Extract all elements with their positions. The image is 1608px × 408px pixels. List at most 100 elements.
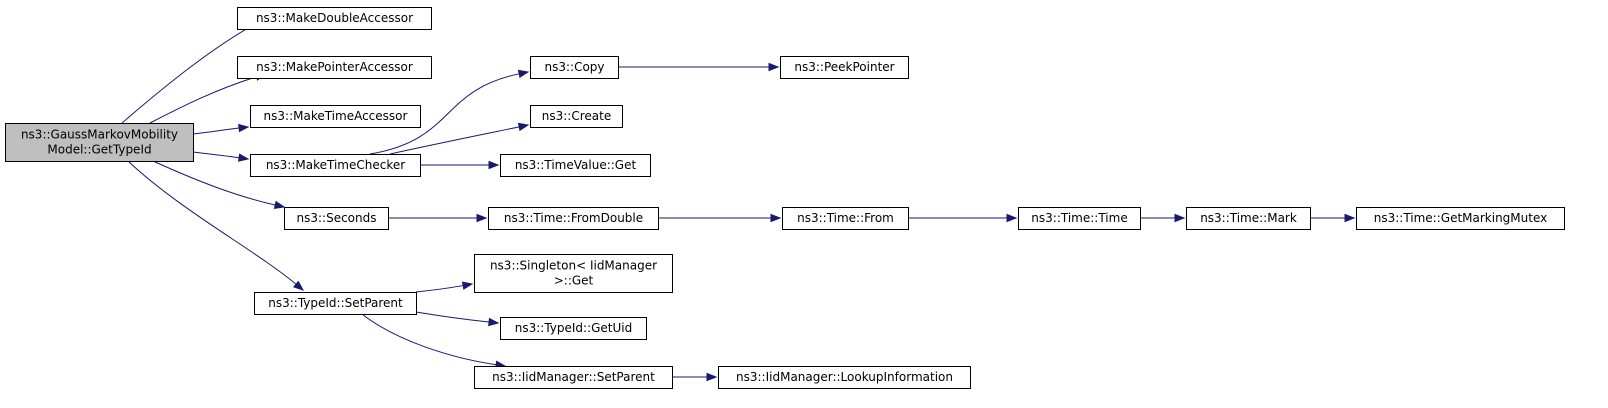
edge-setparent-to-getuid [415,311,500,327]
node-label: ns3::GaussMarkovMobility [21,128,178,142]
node-setparent[interactable]: ns3::TypeId::SetParent [254,292,417,315]
node-box [780,56,909,79]
node-timetime[interactable]: ns3::Time::Time [1018,207,1141,230]
arrowhead-icon [517,69,530,79]
node-mutex[interactable]: ns3::Time::GetMarkingMutex [1356,207,1565,230]
node-box [1018,207,1141,230]
node-peek[interactable]: ns3::PeekPointer [780,56,909,79]
edge-line [149,76,257,124]
node-mark[interactable]: ns3::Time::Mark [1186,207,1311,230]
node-box [488,207,659,230]
node-label: ns3::Seconds [297,211,377,225]
node-from[interactable]: ns3::Time::From [782,207,909,230]
edge-line [192,151,240,159]
edge-mktimechk-to-copy [369,69,530,155]
node-box [250,154,421,177]
node-label: ns3::MakePointerAccessor [256,60,413,74]
edge-line [389,126,520,155]
node-box [500,154,651,177]
edge-root-to-seconds [152,160,286,210]
edge-from-to-timetime [908,213,1018,223]
edge-fromdouble-to-from [658,213,782,223]
node-seconds[interactable]: ns3::Seconds [284,207,389,230]
node-box [474,254,673,293]
node-mkdbl[interactable]: ns3::MakeDoubleAccessor [237,7,432,30]
edge-seconds-to-fromdouble [388,213,488,223]
node-copy[interactable]: ns3::Copy [530,56,619,79]
node-mktimeacc[interactable]: ns3::MakeTimeAccessor [250,105,421,128]
node-mktimechk[interactable]: ns3::MakeTimeChecker [250,154,421,177]
node-box [474,366,673,389]
node-mkptr[interactable]: ns3::MakePointerAccessor [237,56,432,79]
edge-copy-to-peek [618,62,780,72]
edge-root-to-mkptr [149,72,267,124]
edge-line [192,127,240,135]
edge-timetime-to-mark [1140,213,1186,223]
arrowhead-icon [461,281,474,290]
node-create[interactable]: ns3::Create [530,105,623,128]
node-box [530,56,619,79]
node-label: ns3::Create [542,109,611,123]
node-box [237,56,432,79]
arrowhead-icon [517,122,530,132]
node-label: ns3::PeekPointer [794,60,894,74]
edge-mktimechk-to-create [389,122,530,155]
edge-line [127,160,297,285]
node-box [5,123,194,162]
node-singleton[interactable]: ns3::Singleton< IidManager>::Get [474,254,673,293]
node-label: ns3::Time::Time [1031,211,1127,225]
node-box [284,207,389,230]
edge-setparent-to-singleton [415,281,474,293]
node-box [237,7,432,30]
node-label: ns3::Time::FromDouble [504,211,643,225]
arrowhead-icon [238,123,250,133]
node-box [1186,207,1311,230]
node-label: >::Get [554,274,594,288]
node-label: ns3::Copy [544,60,604,74]
node-label: ns3::Time::Mark [1200,211,1297,225]
arrowhead-icon [1344,213,1356,223]
node-label: ns3::TypeId::SetParent [268,296,403,310]
node-box [782,207,909,230]
arrowhead-icon [476,213,488,223]
node-fromdouble[interactable]: ns3::Time::FromDouble [488,207,659,230]
node-label: ns3::IidManager::LookupInformation [736,370,953,384]
arrowhead-icon [768,62,780,72]
arrowhead-icon [1174,213,1186,223]
edge-root-to-mktimechk [192,151,250,162]
arrowhead-icon [273,200,286,210]
arrowhead-icon [237,153,250,162]
node-box [254,292,417,315]
edge-mktimechk-to-tvget [420,160,500,170]
edge-line [152,160,276,206]
node-box [500,317,647,340]
edge-root-to-mktimeacc [192,123,250,135]
node-label: Model::GetTypeId [47,143,151,157]
edge-line [415,311,490,323]
node-box [530,105,623,128]
node-tvget[interactable]: ns3::TimeValue::Get [500,154,651,177]
arrowhead-icon [706,372,718,382]
node-label: ns3::MakeDoubleAccessor [256,11,413,25]
nodes-layer: ns3::GaussMarkovMobilityModel::GetTypeId… [5,7,1565,389]
arrowhead-icon [1006,213,1018,223]
node-lookup[interactable]: ns3::IidManager::LookupInformation [718,366,971,389]
edge-line [361,313,497,366]
edge-iidsetparent-to-lookup [672,372,718,382]
node-box [1356,207,1565,230]
edge-mark-to-mutex [1310,213,1356,223]
node-label: ns3::Singleton< IidManager [490,259,657,273]
node-box [250,105,421,128]
edge-line [415,285,464,293]
node-iidsetparent[interactable]: ns3::IidManager::SetParent [474,366,673,389]
node-label: ns3::IidManager::SetParent [492,370,655,384]
node-label: ns3::TypeId::GetUid [515,321,633,335]
edges-layer [121,15,1356,382]
node-box [718,366,971,389]
node-label: ns3::TimeValue::Get [515,158,637,172]
arrowhead-icon [770,213,782,223]
node-getuid[interactable]: ns3::TypeId::GetUid [500,317,647,340]
arrowhead-icon [488,160,500,170]
